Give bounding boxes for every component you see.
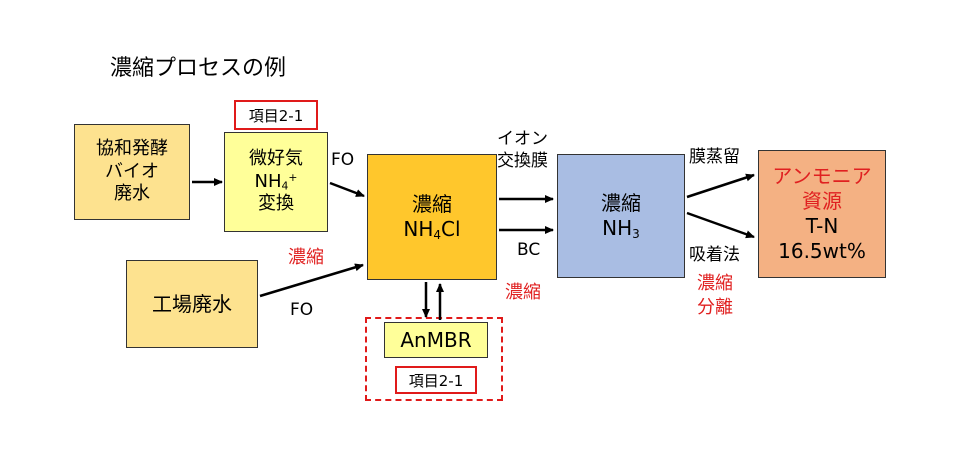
nh4cl-line-1: 濃縮 — [412, 191, 452, 216]
membrane-distill-label: 膜蒸留 — [689, 147, 740, 167]
nh3-line-1: 濃縮 — [601, 190, 641, 215]
bc-label: BC — [517, 240, 541, 260]
adsorption-label: 吸着法 — [689, 245, 740, 265]
kyowa-wastewater-box: 協和発酵 バイオ 廃水 — [74, 124, 190, 220]
nh4cl-concentrate-box: 濃縮 NH4Cl — [367, 154, 497, 280]
resource-line-1: アンモニア — [772, 164, 872, 188]
concentrate-label-left: 濃縮 — [288, 247, 324, 268]
resource-line-3: T-N — [805, 214, 839, 238]
nh3-sub: 3 — [632, 226, 640, 241]
ion-exchange-line-2: 交換膜 — [497, 151, 548, 172]
formula-nh: NH — [254, 170, 282, 192]
item-tag-bottom: 項目2-1 — [395, 366, 477, 394]
nh4cl-formula: NH4Cl — [403, 217, 460, 243]
kyowa-line-2: バイオ — [105, 160, 159, 182]
item-tag-top: 項目2-1 — [234, 100, 318, 130]
concentrate-separate-line-2: 分離 — [697, 297, 733, 319]
nh3-formula: NH3 — [602, 216, 640, 242]
ion-exchange-line-1: イオン — [497, 129, 548, 149]
microaerobic-line-3: 変換 — [258, 193, 294, 215]
kyowa-line-1: 協和発酵 — [96, 138, 168, 160]
arrow-factory-to-nh4cl — [259, 263, 364, 298]
kyowa-line-3: 廃水 — [114, 183, 150, 205]
nh4cl-cl: Cl — [441, 216, 461, 241]
nh3-nh: NH — [602, 215, 633, 240]
arrow-adsorption — [686, 211, 755, 239]
microaerobic-formula: NH4+ — [255, 171, 298, 194]
concentrate-separate-label: 濃縮 分離 — [697, 272, 733, 321]
microaerobic-line-1: 微好気 — [249, 148, 303, 170]
arrow-microaerobic-to-nh4cl — [329, 181, 365, 198]
fo-label-top: FO — [331, 150, 355, 170]
nh4cl-nh: NH — [403, 216, 434, 241]
ion-exchange-label: イオン 交換膜 — [497, 128, 548, 172]
ammonia-resource-box: アンモニア 資源 T-N 16.5wt% — [758, 150, 886, 278]
factory-wastewater-box: 工場廃水 — [126, 260, 258, 348]
anmbr-dashed-region — [365, 317, 503, 401]
nh3-concentrate-box: 濃縮 NH3 — [557, 154, 685, 278]
anmbr-box: AnMBR — [384, 322, 488, 358]
nh4cl-sub: 4 — [433, 227, 442, 242]
formula-sub: 4 — [281, 179, 289, 193]
page-title: 濃縮プロセスの例 — [110, 56, 287, 81]
microaerobic-box: 微好気 NH4+ 変換 — [224, 132, 328, 232]
resource-line-4: 16.5wt% — [778, 239, 866, 263]
arrow-membrane-distill — [686, 173, 755, 199]
concentrate-separate-line-1: 濃縮 — [697, 273, 733, 294]
formula-sup: + — [288, 170, 298, 184]
concentrate-label-mid: 濃縮 — [505, 282, 541, 303]
resource-line-2: 資源 — [802, 189, 842, 213]
fo-label-bottom: FO — [290, 300, 314, 320]
